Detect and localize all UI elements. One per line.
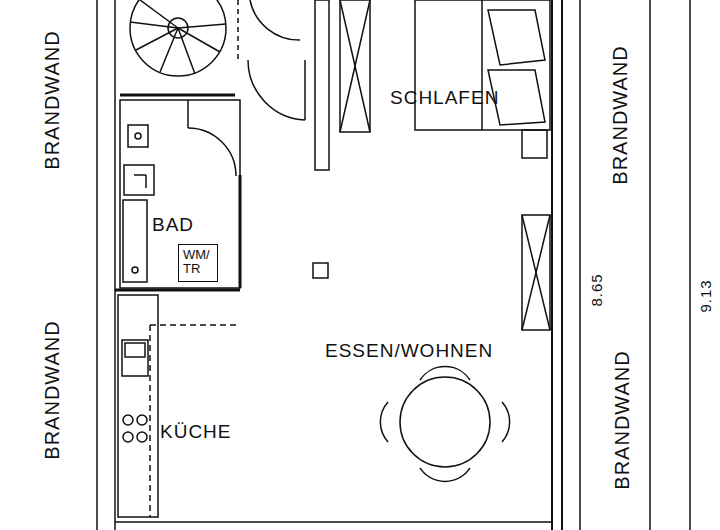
wall-label: 8.65 [589,273,604,306]
wall-label: BRANDWAND [610,45,630,184]
wall-label: BRANDWAND [42,30,62,169]
appliance-label: WM/ TR [183,248,211,275]
wall-label: BRANDWAND [612,350,632,489]
room-label: SCHLAFEN [390,88,499,107]
wall-label: BRANDWAND [42,320,62,459]
appliance-box: WM/ TR [178,244,218,282]
room-label: ESSEN/WOHNEN [325,341,493,360]
room-label: BAD [152,215,194,234]
wall-label: 9.13 [698,279,713,312]
room-label: KÜCHE [160,422,232,441]
